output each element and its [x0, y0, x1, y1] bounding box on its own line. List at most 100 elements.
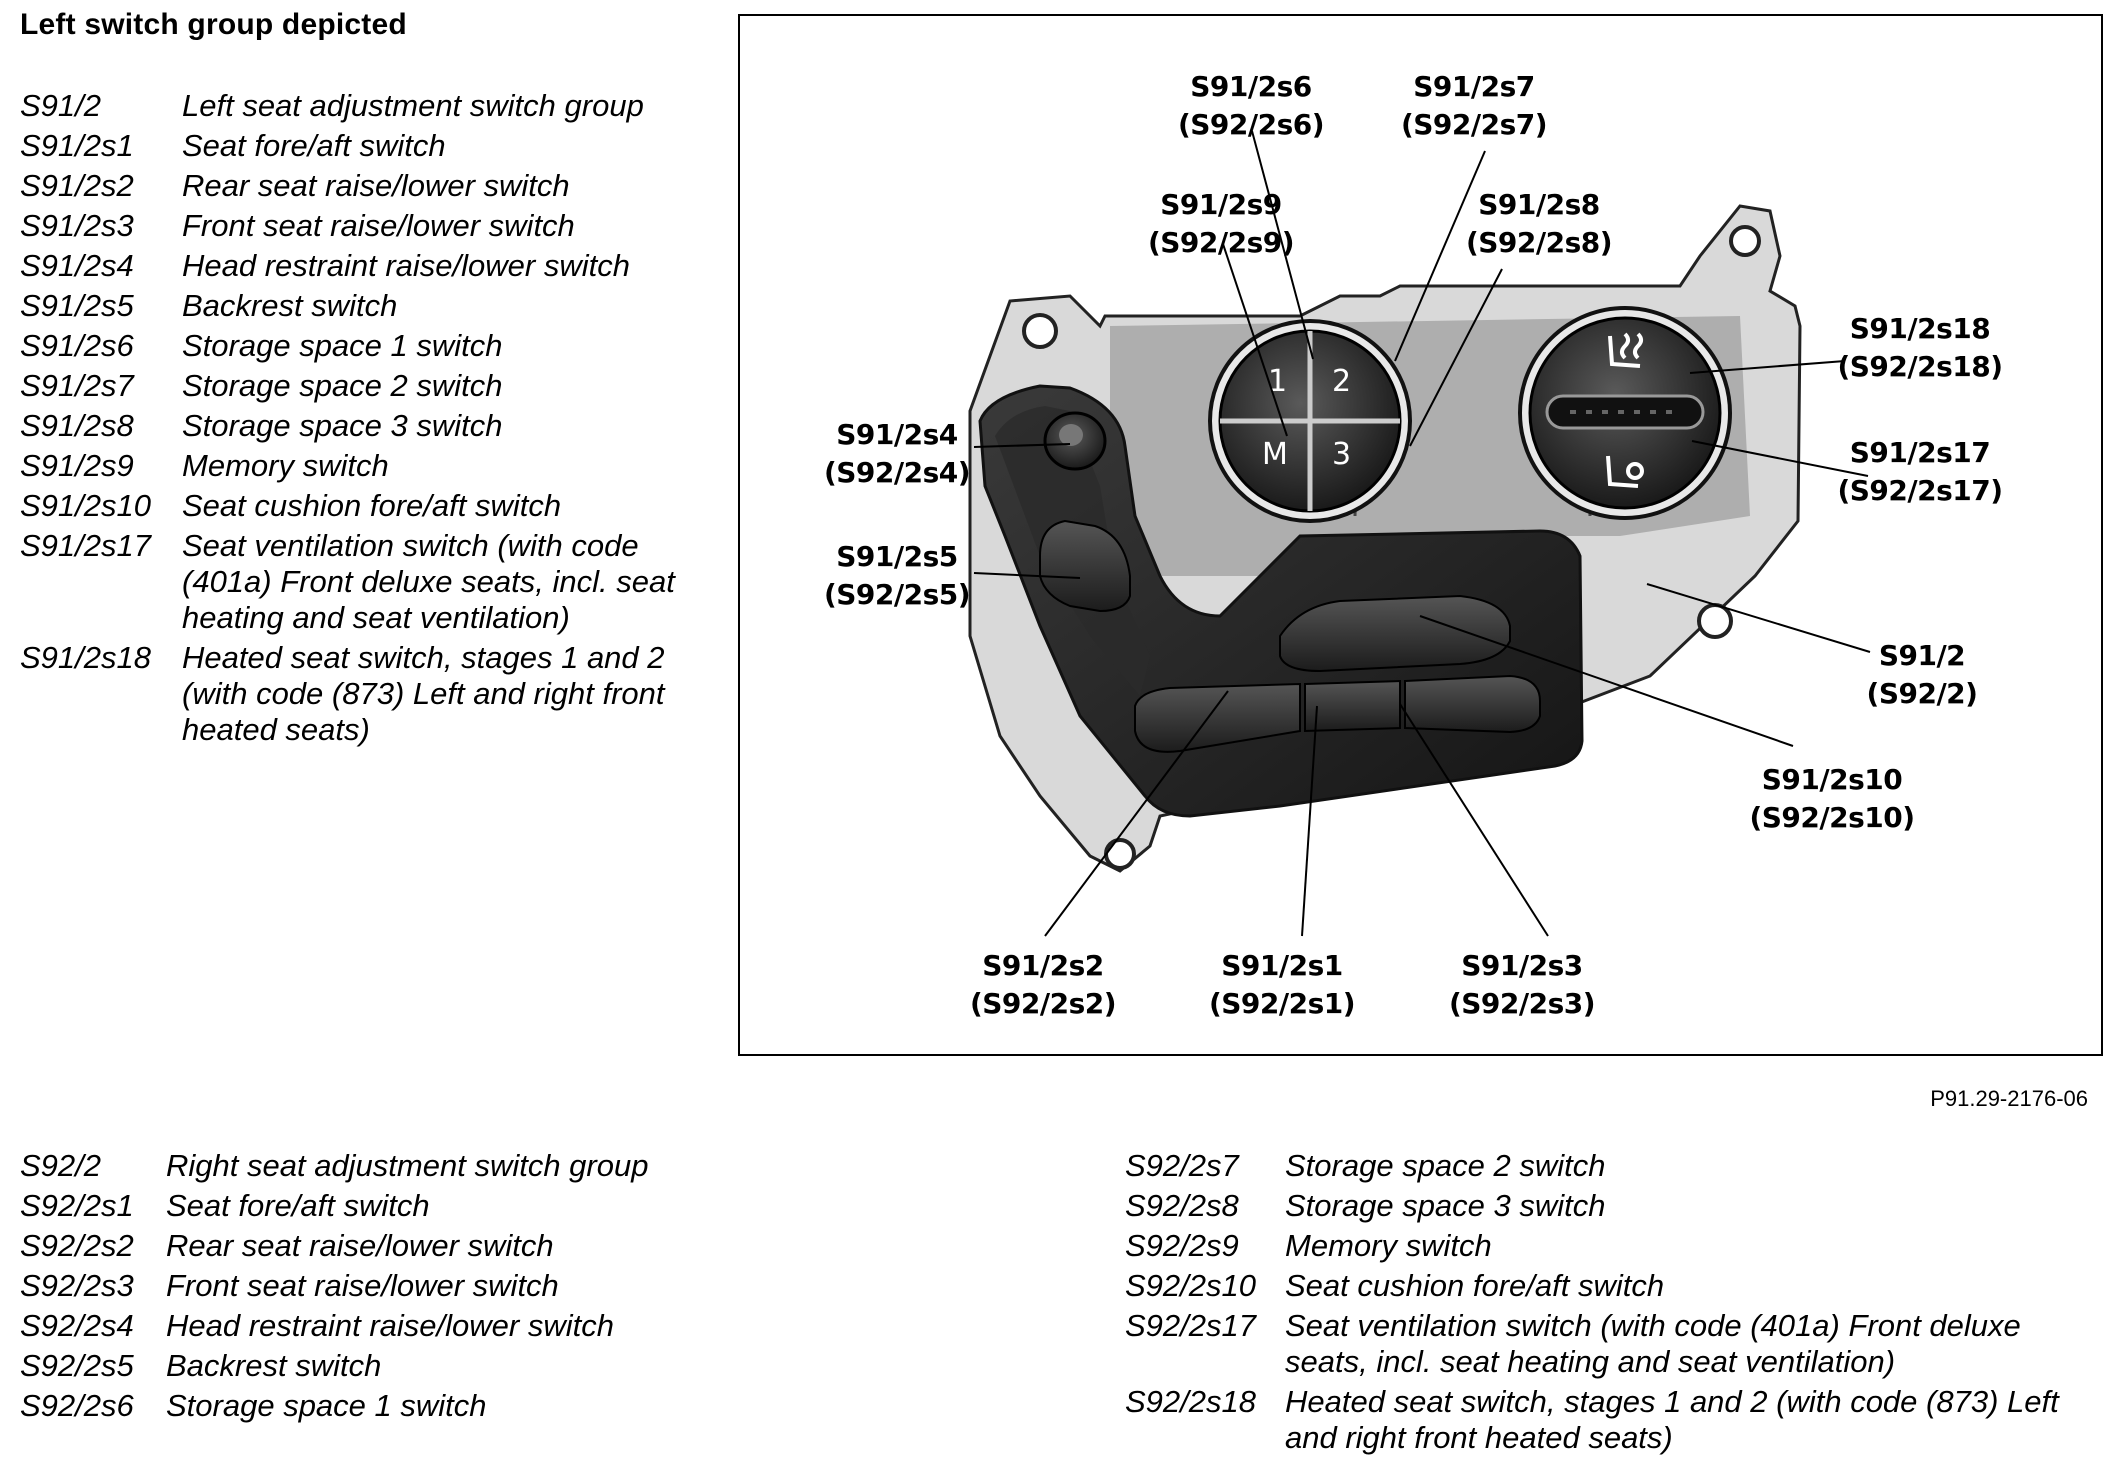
- callout-line1: S91/2s1: [1221, 949, 1343, 982]
- legend-code: S91/2s6: [20, 328, 134, 363]
- callout-line2: (S92/2s8): [1465, 226, 1613, 259]
- legend-code: S92/2s6: [20, 1388, 134, 1423]
- callout-line1: S91/2s17: [1849, 436, 1991, 469]
- switch-group-illustration: 1 2 M 3: [968, 130, 1871, 937]
- legend-desc: Seat fore/aft switch: [182, 128, 446, 163]
- page-heading: Left switch group depicted: [20, 8, 407, 41]
- legend-code: S91/2s18: [20, 640, 151, 675]
- legend-desc: Seat ventilation switch (with code (401a…: [1285, 1308, 2021, 1379]
- legend-desc: Seat cushion fore/aft switch: [182, 488, 562, 523]
- legend-row: S91/2s6 Storage space 1 switch: [20, 328, 680, 364]
- legend-desc: Seat fore/aft switch: [166, 1188, 430, 1223]
- callout-line2: (S92/2s2): [969, 987, 1117, 1020]
- legend-code: S92/2s5: [20, 1348, 134, 1383]
- leader-lines: [973, 130, 1871, 937]
- legend-row: S92/2s1 Seat fore/aft switch: [20, 1188, 1020, 1224]
- callout-line2: (S92/2s7): [1400, 108, 1548, 141]
- legend-row: S91/2s5 Backrest switch: [20, 288, 680, 324]
- legend-code: S91/2s17: [20, 528, 151, 563]
- seat-heating-icon: [1608, 332, 1643, 368]
- legend-code: S92/2s8: [1125, 1188, 1239, 1223]
- callout-s91-2: S91/2 (S92/2): [1867, 637, 1978, 713]
- callout-s1: S91/2s1 (S92/2s1): [1208, 947, 1356, 1023]
- callout-s4: S91/2s4 (S92/2s4): [823, 416, 971, 492]
- legend-code: S92/2s2: [20, 1228, 134, 1263]
- memory-button-cluster: 1 2 M 3: [1208, 319, 1412, 523]
- legend-desc: Front seat raise/lower switch: [182, 208, 575, 243]
- callout-line2: (S92/2s9): [1147, 226, 1295, 259]
- callout-s7: S91/2s7 (S92/2s7): [1400, 68, 1548, 144]
- memory-button-3-label: 3: [1332, 437, 1351, 472]
- legend-code: S91/2s2: [20, 168, 134, 203]
- legend-code: S91/2: [20, 88, 102, 123]
- legend-code: S92/2s1: [20, 1188, 134, 1223]
- seat-ventilation-icon: [1606, 455, 1644, 488]
- legend-code: S91/2s10: [20, 488, 151, 523]
- legend-code: S92/2s18: [1125, 1384, 1256, 1419]
- callout-s6: S91/2s6 (S92/2s6): [1177, 68, 1325, 144]
- callout-line2: (S92/2s4): [823, 456, 971, 489]
- legend-desc: Storage space 1 switch: [182, 328, 503, 363]
- callout-line1: S91/2: [1878, 639, 1966, 672]
- callout-s8: S91/2s8 (S92/2s8): [1465, 186, 1613, 262]
- legend-desc: Rear seat raise/lower switch: [182, 168, 570, 203]
- legend-desc: Seat cushion fore/aft switch: [1285, 1268, 1665, 1303]
- memory-button-m-label: M: [1262, 437, 1288, 472]
- callout-line2: (S92/2s1): [1208, 987, 1356, 1020]
- callout-s2: S91/2s2 (S92/2s2): [969, 947, 1117, 1023]
- legend-desc: Storage space 2 switch: [1285, 1148, 1606, 1183]
- head-restraint-switch: [1043, 411, 1107, 471]
- mounting-hole: [1104, 838, 1136, 870]
- callout-line1: S91/2s2: [982, 949, 1104, 982]
- legend-row: S92/2s7 Storage space 2 switch: [1125, 1148, 2085, 1184]
- legend-desc: Heated seat switch, stages 1 and 2 (with…: [182, 640, 665, 747]
- callout-line1: S91/2s5: [836, 540, 958, 573]
- legend-code: S92/2s17: [1125, 1308, 1256, 1343]
- figure-reference: P91.29-2176-06: [1930, 1086, 2088, 1111]
- legend-row: S91/2s1 Seat fore/aft switch: [20, 128, 680, 164]
- legend-code: S92/2s7: [1125, 1148, 1239, 1183]
- callout-s10: S91/2s10 (S92/2s10): [1749, 761, 1915, 837]
- callout-line2: (S92/2s17): [1837, 474, 2003, 507]
- mounting-hole: [1697, 603, 1733, 639]
- legend-desc: Front seat raise/lower switch: [166, 1268, 559, 1303]
- legend-left-switch-group: S91/2 Left seat adjustment switch group S…: [20, 88, 680, 752]
- callout-line1: S91/2s3: [1461, 949, 1583, 982]
- callout-line2: (S92/2s18): [1837, 350, 2003, 383]
- seat-cushion-switch: [1279, 594, 1511, 673]
- legend-desc: Right seat adjustment switch group: [166, 1148, 649, 1183]
- callout-line1: S91/2s10: [1761, 763, 1903, 796]
- legend-code: S92/2s4: [20, 1308, 134, 1343]
- legend-row: S92/2s17 Seat ventilation switch (with co…: [1125, 1308, 2085, 1380]
- climate-knob: [1518, 306, 1732, 520]
- callout-s9: S91/2s9 (S92/2s9): [1147, 186, 1295, 262]
- memory-button-2-label: 2: [1332, 364, 1351, 399]
- callout-line2: (S92/2s3): [1448, 987, 1596, 1020]
- callout-line2: (S92/2s10): [1749, 801, 1915, 834]
- callout-line2: (S92/2s6): [1177, 108, 1325, 141]
- legend-code: S91/2s1: [20, 128, 134, 163]
- callout-line1: S91/2s18: [1849, 312, 1991, 345]
- callout-line2: (S92/2): [1866, 677, 1978, 710]
- legend-row: S91/2s2 Rear seat raise/lower switch: [20, 168, 680, 204]
- legend-desc: Backrest switch: [182, 288, 398, 323]
- legend-code: S91/2s8: [20, 408, 134, 443]
- seat-height-switches: [1134, 674, 1541, 753]
- legend-desc: Head restraint raise/lower switch: [182, 248, 630, 283]
- legend-code: S91/2s5: [20, 288, 134, 323]
- legend-desc: Left seat adjustment switch group: [182, 88, 644, 123]
- legend-row: S91/2s18 Heated seat switch, stages 1 and…: [20, 640, 680, 748]
- legend-row: S91/2 Left seat adjustment switch group: [20, 88, 680, 124]
- legend-desc: Rear seat raise/lower switch: [166, 1228, 554, 1263]
- memory-button-1-label: 1: [1268, 364, 1287, 399]
- callout-s18: S91/2s18 (S92/2s18): [1837, 310, 2003, 386]
